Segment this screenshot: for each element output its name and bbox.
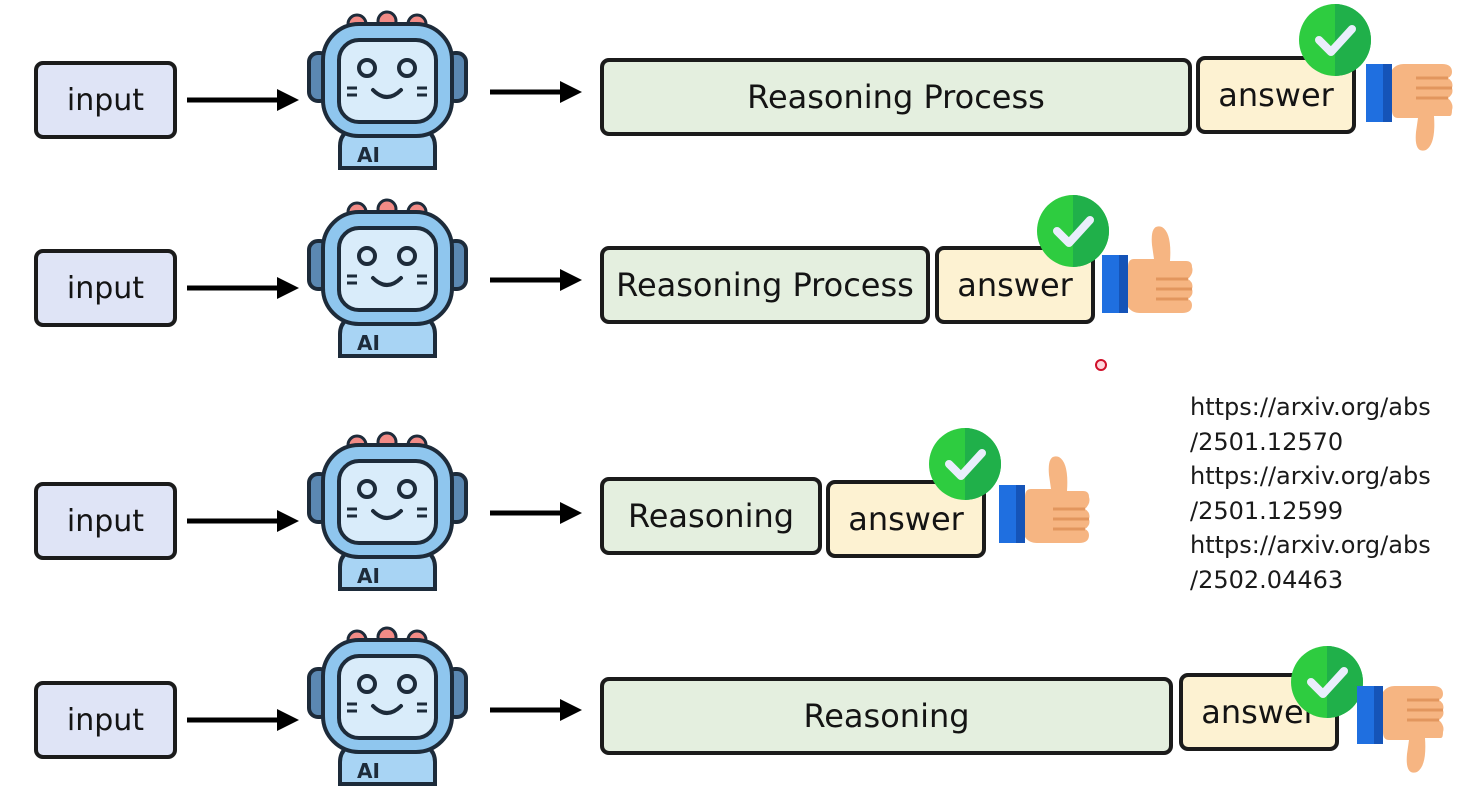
reference-line: /2501.12599 — [1190, 496, 1344, 525]
pipeline-row-2: input AI Reasoning Process answer — [0, 188, 1460, 378]
reasoning-box: Reasoning Process — [600, 246, 930, 324]
thumbs-down-icon — [1357, 686, 1444, 773]
input-box: input — [34, 61, 177, 139]
arrow-right-icon — [490, 269, 582, 291]
robot-badge-label: AI — [357, 564, 380, 588]
arrow-right-icon — [187, 510, 299, 532]
arrow-right-icon — [187, 89, 299, 111]
robot-badge-label: AI — [357, 331, 380, 355]
arrow-right-icon — [187, 709, 299, 731]
ai-robot-icon: AI — [307, 626, 468, 786]
checkmark-icon — [929, 428, 1001, 500]
checkmark-icon — [1299, 4, 1371, 76]
arrow-right-icon — [490, 699, 582, 721]
robot-badge-label: AI — [357, 143, 380, 167]
reference-line: https://arxiv.org/abs — [1190, 462, 1431, 490]
thumbs-up-icon — [1102, 226, 1193, 313]
reasoning-box: Reasoning — [600, 677, 1173, 755]
thumbs-down-icon — [1366, 64, 1453, 151]
answer-box: answer — [826, 480, 986, 558]
reference-line: /2501.12570 — [1190, 427, 1344, 456]
pipeline-row-1: input AI Reasoning Process answer — [0, 0, 1460, 190]
pointer-indicator — [1095, 359, 1107, 371]
ai-robot-icon: AI — [307, 431, 468, 591]
ai-robot-icon: AI — [307, 198, 468, 358]
arrow-right-icon — [490, 81, 582, 103]
input-box: input — [34, 681, 177, 759]
reasoning-box: Reasoning Process — [600, 58, 1192, 136]
arrow-right-icon — [490, 502, 582, 524]
input-box: input — [34, 482, 177, 560]
reference-line: /2502.04463 — [1190, 565, 1344, 594]
input-box: input — [34, 249, 177, 327]
robot-badge-label: AI — [357, 759, 380, 783]
reasoning-box: Reasoning — [600, 477, 822, 555]
reference-links: https://arxiv.org/abs /2501.12570 https:… — [1190, 390, 1455, 597]
reference-line: https://arxiv.org/abs — [1190, 393, 1431, 421]
checkmark-icon — [1291, 646, 1363, 718]
checkmark-icon — [1037, 195, 1109, 267]
ai-robot-icon: AI — [307, 10, 468, 170]
thumbs-up-icon — [999, 456, 1090, 543]
pipeline-row-4: input AI Reasoning answer — [0, 620, 1460, 810]
reference-line: https://arxiv.org/abs — [1190, 531, 1431, 559]
pipeline-row-3: input AI Reasoning answer — [0, 421, 1460, 611]
arrow-right-icon — [187, 277, 299, 299]
